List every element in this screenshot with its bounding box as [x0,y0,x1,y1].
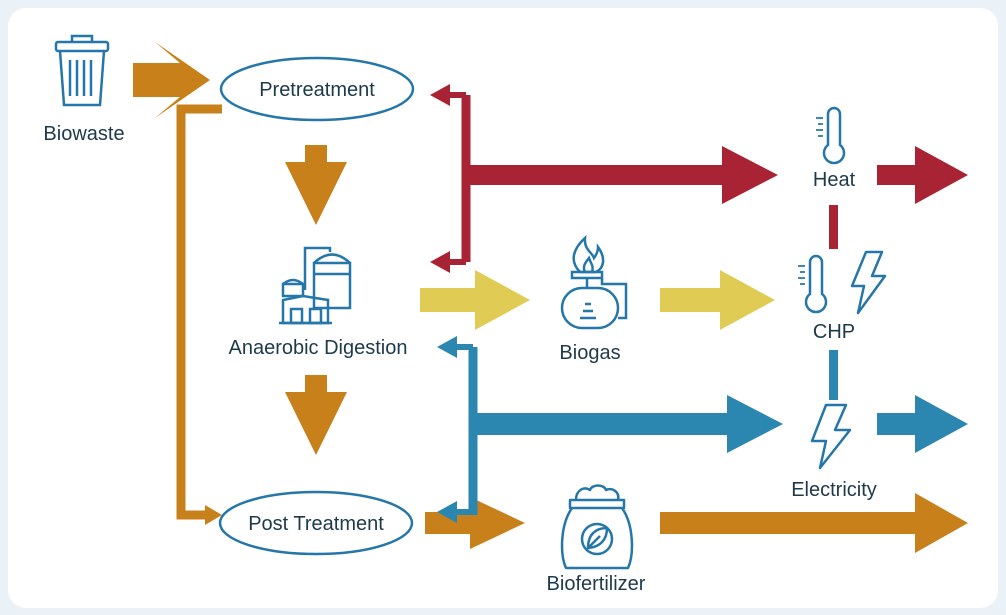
arrow-digestion-to-biogas [420,270,530,330]
arrow-biofertilizer-output [660,493,968,553]
heat-flow [430,84,968,273]
link-chp-electricity [829,350,838,400]
node-post-treatment-label: Post Treatment [248,513,384,535]
node-electricity-label: Electricity [791,479,877,501]
bypass-line-pretreatment-to-posttreatment [176,104,222,520]
arrow-posttreatment-to-biofertilizer [425,497,525,549]
thermometer-icon [816,106,846,165]
arrow-electricity-output [877,395,968,453]
trash-bin-icon [54,34,110,107]
link-heat-chp [829,205,838,249]
thermometer-icon [798,254,828,314]
bypass-arrowhead [205,505,222,525]
arrow-biowaste-to-pretreatment [133,42,210,118]
arrow-to-electricity [473,395,783,453]
node-biofertilizer-label: Biofertilizer [547,573,646,595]
arrow-biogas-to-chp [660,270,775,330]
node-anaerobic-digestion-label: Anaerobic Digestion [229,337,408,359]
arrow-pretreatment-to-digestion [285,145,347,225]
digester-plant-icon [279,246,352,325]
arrow-digestion-to-posttreatment [285,375,347,455]
node-post-treatment [218,490,414,556]
node-pretreatment [219,56,415,122]
node-pretreatment-label: Pretreatment [259,79,375,101]
electricity-flow [437,336,968,523]
lightning-icon [810,403,852,470]
node-heat-label: Heat [813,169,856,191]
arrow-heat-output [877,146,968,204]
biogas-burner-icon [560,234,628,330]
biogas-flow [420,270,775,330]
node-biogas-label: Biogas [559,342,620,364]
node-chp-label: CHP [813,321,855,343]
fertilizer-bag-icon [560,484,634,570]
node-biowaste-label: Biowaste [43,123,124,145]
arrow-to-heat [466,146,778,204]
lightning-icon [850,250,887,315]
